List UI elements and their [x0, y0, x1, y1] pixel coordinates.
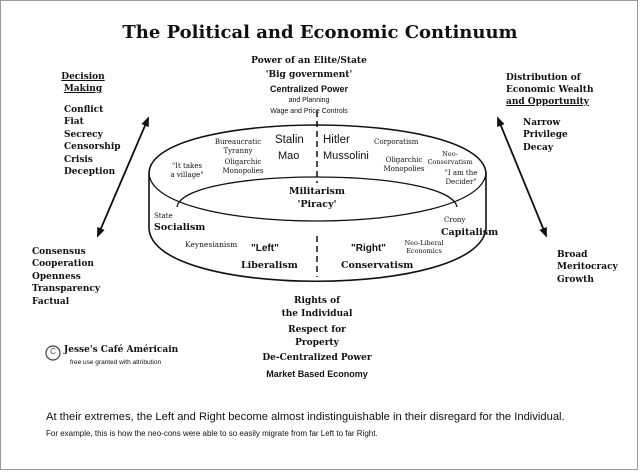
right-bottom-list: Broad Meritocracy Growth: [557, 249, 618, 286]
right-heading-line3: and Opportunity: [506, 97, 590, 107]
left-heading-line2: Making: [63, 84, 103, 94]
bottom-label-respect: Respect for: [288, 325, 346, 335]
list-item: Censorship: [64, 142, 121, 153]
right-heading-line2: Economic Wealth: [506, 85, 594, 95]
ring-inner-back: [176, 176, 458, 208]
left-arrow: [97, 116, 149, 238]
list-item: Decay: [523, 142, 554, 153]
list-item: Meritocracy: [557, 262, 618, 273]
top-label-big-government: 'Big government': [265, 70, 353, 80]
label-neo-conservatism: Neo- Conservatism: [427, 150, 473, 166]
bottom-label-rights: Rights of: [294, 296, 340, 306]
label-oligarchic-left: Oligarchic Monopolies: [222, 158, 264, 175]
top-label-planning: and Planning: [288, 97, 330, 104]
list-item: Fiat: [64, 117, 84, 128]
right-top-list: Narrow Privilege Decay: [523, 117, 568, 154]
credit-note: free use granted with attribution: [70, 359, 162, 366]
left-heading: Decision Making: [45, 71, 121, 95]
page-title: The Political and Economic Continuum: [122, 22, 518, 43]
footer-main-text: At their extremes, the Left and Right be…: [46, 411, 565, 423]
right-heading-line1: Distribution of: [506, 73, 581, 83]
label-bureaucratic-tyranny: Bureaucratic Tyranny: [214, 138, 262, 155]
right-arrow: [497, 116, 547, 238]
list-item: Deception: [64, 167, 116, 178]
right-heading: Distribution of Economic Wealth and Oppo…: [506, 72, 594, 108]
top-label-centralized-power: Centralized Power: [269, 84, 349, 94]
label-hitler: Hitler: [323, 134, 350, 146]
label-mussolini: Mussolini: [323, 150, 369, 162]
label-piracy: 'Piracy': [297, 199, 337, 210]
bottom-label-individual: the Individual: [281, 309, 353, 319]
ring-outer-wall: [148, 124, 487, 283]
list-item: Conflict: [64, 105, 104, 115]
label-socialism: Socialism: [154, 222, 206, 233]
label-neo-liberal-economics: Neo-Liberal Economics: [404, 239, 444, 255]
label-it-takes-a-village: "It takes a village": [170, 162, 204, 179]
copyright-circle: [45, 345, 61, 361]
label-oligarchic-right: Oligarchic Monopolies: [383, 156, 425, 173]
list-item: Openness: [32, 271, 81, 282]
list-item: Consensus: [32, 247, 86, 257]
label-capitalism: Capitalism: [441, 227, 499, 238]
label-i-am-the-decider: "I am the Decider": [444, 169, 478, 186]
ring-front-top: [148, 172, 487, 222]
credit-title: Jesse's Café Américain: [64, 345, 179, 355]
label-conservatism: Conservatism: [341, 260, 414, 271]
list-item: Growth: [557, 274, 594, 285]
list-item: Cooperation: [32, 259, 94, 270]
label-corporatism: Corporatism: [374, 138, 419, 146]
label-state: State: [154, 212, 173, 220]
label-crony: Crony: [444, 216, 466, 224]
list-item: Secrecy: [64, 129, 103, 140]
bottom-label-decentralized: De-Centralized Power: [262, 353, 372, 363]
left-top-list: Conflict Fiat Secrecy Censorship Crisis …: [64, 104, 121, 178]
label-stalin: Stalin: [275, 134, 304, 146]
list-item: Privilege: [523, 130, 568, 141]
top-label-wage-controls: Wage and Price Controls: [270, 108, 348, 115]
bottom-label-market-economy: Market Based Economy: [266, 369, 368, 379]
list-item: Narrow: [523, 118, 561, 128]
label-right: "Right": [351, 243, 387, 254]
label-militarism: Militarism: [289, 186, 345, 197]
bottom-label-property: Property: [295, 338, 339, 348]
label-keynesianism: Keynesianism: [185, 240, 238, 249]
list-item: Broad: [557, 250, 588, 260]
label-left: "Left": [251, 243, 279, 254]
label-liberalism: Liberalism: [241, 260, 298, 271]
label-mao: Mao: [278, 150, 300, 162]
list-item: Crisis: [64, 154, 93, 165]
copyright-icon: C: [50, 347, 56, 356]
left-bottom-list: Consensus Cooperation Openness Transpare…: [32, 246, 100, 308]
top-label-elite: Power of an Elite/State: [251, 56, 367, 66]
footer-sub-text: For example, this is how the neo-cons we…: [46, 429, 378, 438]
list-item: Factual: [32, 296, 70, 307]
list-item: Transparency: [32, 284, 101, 295]
left-heading-line1: Decision: [61, 72, 105, 82]
